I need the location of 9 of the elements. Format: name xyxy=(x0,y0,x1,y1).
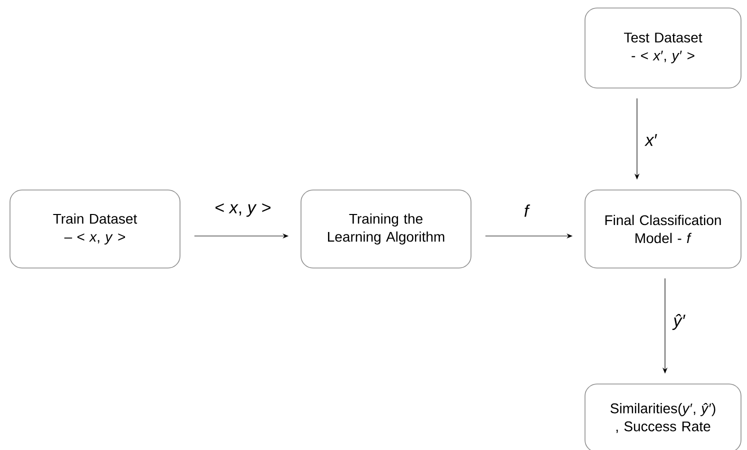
process-box: Test Dataset - < x′, y′ > xyxy=(584,8,742,88)
process-box: Train Dataset – < x, y > xyxy=(10,190,180,268)
process-box: Similarities(y′, ŷ′) , Success Rate xyxy=(584,384,742,450)
edge-label: < x, y > xyxy=(214,202,272,218)
edge-label: x′ xyxy=(644,133,658,147)
process-box: Final Classification Model - f xyxy=(584,190,742,268)
edge-label: f xyxy=(522,203,532,218)
process-box: Training the Learning Algorithm xyxy=(300,190,472,268)
edge-label: ŷ′ xyxy=(672,313,687,331)
